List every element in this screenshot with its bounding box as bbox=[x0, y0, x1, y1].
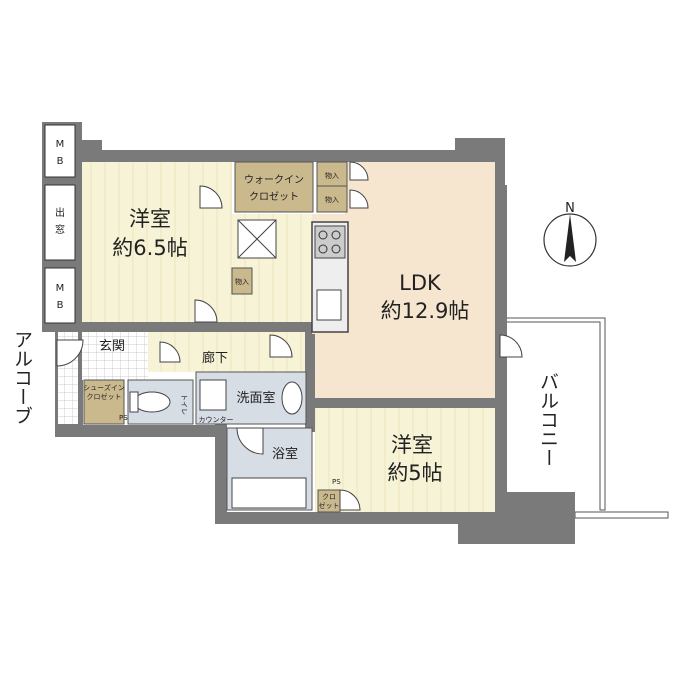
ldk-floor bbox=[315, 162, 495, 398]
storage-1-label: 物入 bbox=[325, 171, 339, 180]
storage-2 bbox=[316, 185, 348, 213]
alcove-label: アルコーブ bbox=[11, 330, 33, 425]
storage-1 bbox=[316, 161, 348, 187]
bathroom-label: 浴室 bbox=[272, 446, 298, 462]
mb-bottom-line2: B bbox=[57, 300, 64, 311]
bay-window-line1: 出 bbox=[55, 206, 65, 219]
bay-window bbox=[44, 184, 76, 261]
labels: 洋室 約6.5帖 LDK 約12.9帖 洋室 約5帖 ウォークイン クロゼット … bbox=[55, 139, 469, 510]
washroom-label: 洗面室 bbox=[236, 390, 275, 406]
bay-window-line2: 窓 bbox=[55, 223, 65, 236]
entrance-label: 玄関 bbox=[99, 339, 125, 354]
toilet-label: トイレ bbox=[180, 394, 188, 415]
storage-3 bbox=[231, 267, 253, 295]
ps-2-label: PS bbox=[332, 478, 341, 486]
storage-3-label: 物入 bbox=[235, 277, 249, 286]
closet-line1: クロ bbox=[322, 493, 336, 501]
walk-in-closet bbox=[234, 161, 314, 213]
closet-line2: ゼット bbox=[319, 501, 340, 510]
counter-label: カウンター bbox=[199, 415, 234, 424]
entrance-floor bbox=[82, 332, 148, 380]
room-1-size: 約6.5帖 bbox=[112, 236, 187, 260]
room-2-size: 約5帖 bbox=[387, 461, 442, 485]
shoe-closet-line2: クロゼット bbox=[87, 392, 122, 401]
hallway-label: 廊下 bbox=[202, 350, 228, 366]
shoe-closet-line1: シューズイン bbox=[83, 383, 125, 392]
storage-2-label: 物入 bbox=[325, 195, 339, 204]
kitchen-counter bbox=[311, 221, 349, 333]
mb-bottom-line1: M bbox=[56, 283, 65, 294]
wic-line1: ウォークイン bbox=[244, 174, 304, 186]
balcony-label: バルコニー bbox=[537, 372, 559, 467]
shoe-closet bbox=[83, 379, 125, 425]
ldk-name: LDK bbox=[399, 271, 442, 295]
room-1-name: 洋室 bbox=[129, 207, 171, 231]
doors bbox=[56, 161, 523, 511]
compass-north-label: N bbox=[565, 201, 575, 216]
mb-top bbox=[44, 124, 76, 178]
room-2-name: 洋室 bbox=[391, 433, 433, 457]
wic-line2: クロゼット bbox=[249, 191, 299, 203]
compass: N bbox=[543, 201, 597, 267]
mb-top-line1: M bbox=[56, 139, 65, 150]
balcony-area bbox=[497, 317, 669, 519]
ps-1-label: PS bbox=[119, 414, 128, 422]
ldk-size: 約12.9帖 bbox=[381, 299, 470, 323]
mb-bottom bbox=[44, 267, 76, 324]
mb-top-line2: B bbox=[57, 156, 64, 167]
refrigerator-space bbox=[237, 219, 277, 259]
